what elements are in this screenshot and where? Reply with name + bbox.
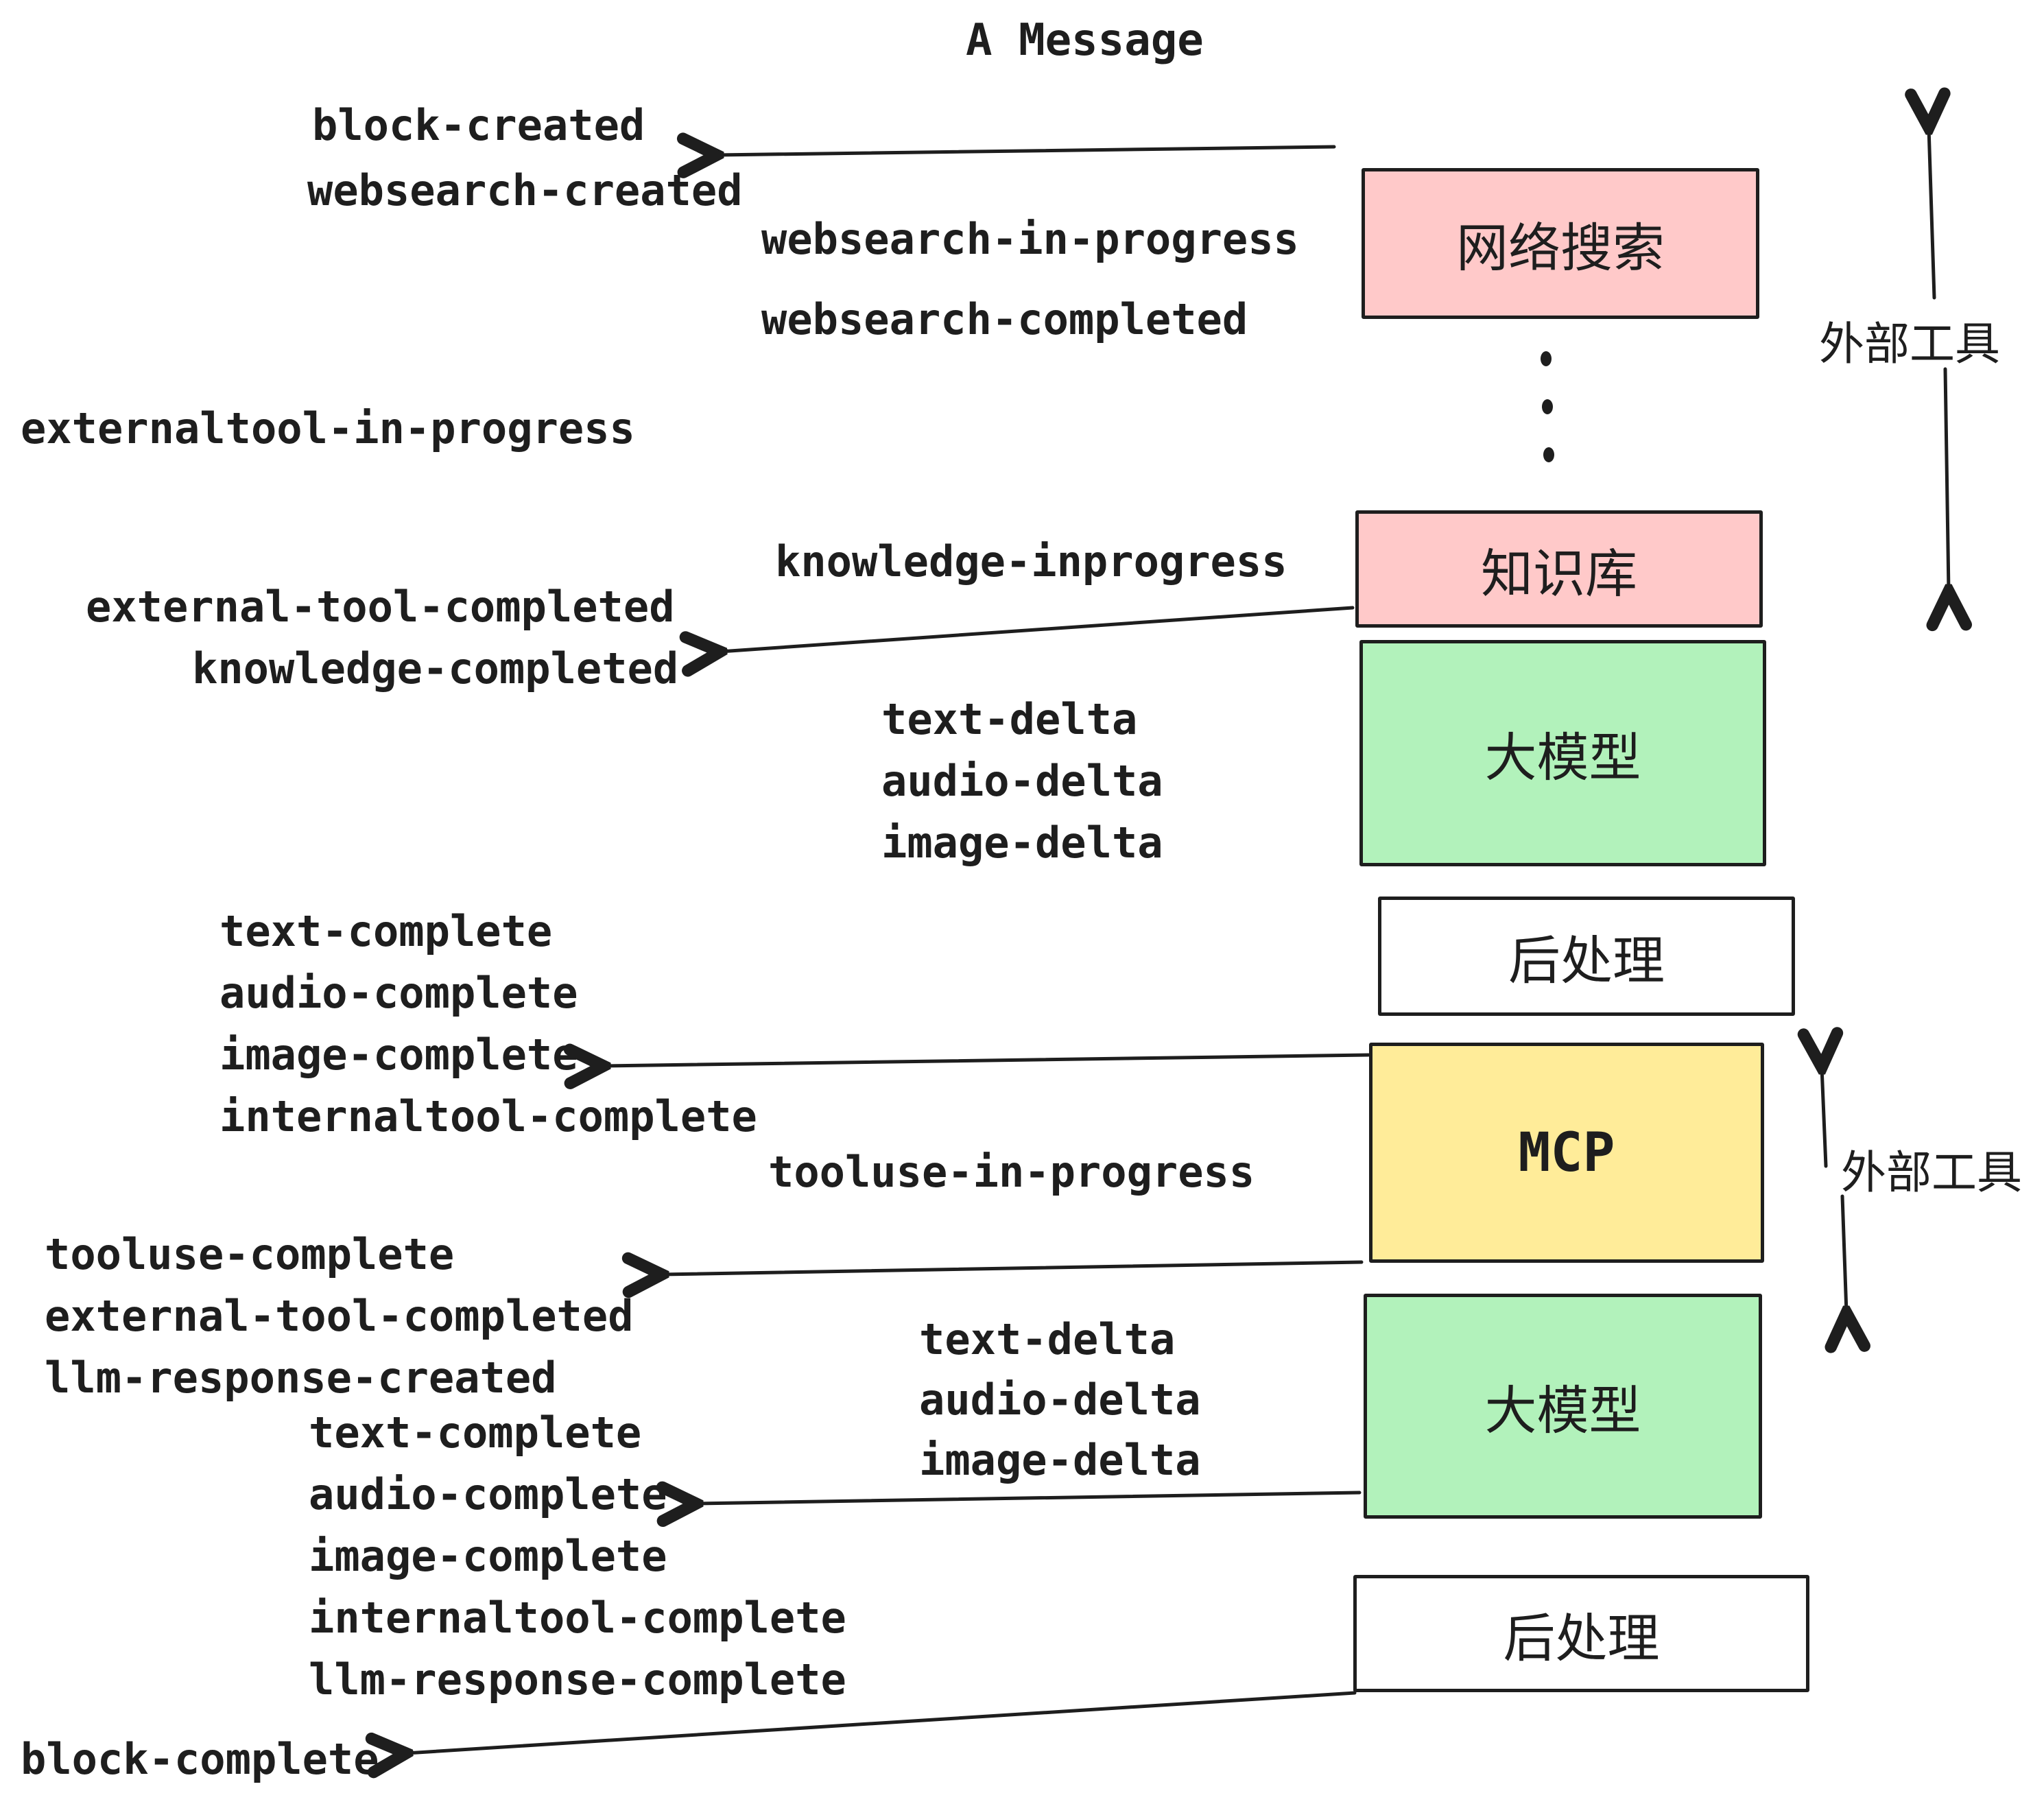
event-image-complete-1: image-complete <box>219 1030 578 1080</box>
event-audio-complete-2: audio-complete <box>309 1469 667 1519</box>
external-tool-down-arrow-1 <box>1945 367 1949 591</box>
event-audio-complete-1: audio-complete <box>219 968 578 1018</box>
event-audio-delta-2: audio-delta <box>919 1375 1201 1425</box>
box-llm-1: 大模型 <box>1359 640 1766 866</box>
external-tool-up-arrow-1 <box>1929 128 1934 300</box>
ellipsis-dot <box>1543 447 1554 462</box>
box-llm-2: 大模型 <box>1364 1294 1762 1519</box>
event-externaltool-in-progress: externaltool-in-progress <box>21 403 635 453</box>
event-knowledge-completed: knowledge-completed <box>192 643 679 693</box>
event-image-complete-2: image-complete <box>309 1531 667 1581</box>
ellipsis-dot <box>1541 351 1552 366</box>
event-tooluse-complete: tooluse-complete <box>45 1229 455 1279</box>
event-external-tool-completed-1: external-tool-completed <box>86 582 675 632</box>
event-websearch-created: websearch-created <box>307 165 743 215</box>
box-postprocess-2: 后处理 <box>1353 1575 1809 1692</box>
box-knowledge: 知识库 <box>1355 510 1763 628</box>
arrow-mcp-to-image-complete <box>604 1055 1370 1066</box>
event-image-delta-1: image-delta <box>881 818 1163 868</box>
external-tool-label-2: 外部工具 <box>1841 1147 2022 1198</box>
event-text-complete-2: text-complete <box>309 1408 642 1458</box>
box-postprocess-1: 后处理 <box>1378 897 1795 1016</box>
event-websearch-completed: websearch-completed <box>761 294 1248 344</box>
event-image-delta-2: image-delta <box>919 1435 1201 1485</box>
external-tool-down-arrow-2 <box>1842 1194 1846 1313</box>
ellipsis-dot <box>1542 399 1553 414</box>
box-websearch: 网络搜索 <box>1362 168 1759 319</box>
event-knowledge-inprogress: knowledge-inprogress <box>775 536 1287 586</box>
external-tool-up-arrow-2 <box>1822 1067 1826 1168</box>
arrow-llm2-to-tooluse-complete <box>662 1262 1364 1274</box>
event-text-delta-2: text-delta <box>919 1314 1176 1364</box>
event-internaltool-complete-2: internaltool-complete <box>309 1593 846 1643</box>
external-tool-label-1: 外部工具 <box>1819 318 2000 369</box>
event-block-created: block-created <box>312 100 645 150</box>
arrow-llm2-to-audio-complete <box>696 1493 1362 1504</box>
box-mcp: MCP <box>1369 1043 1764 1263</box>
event-external-tool-completed-2: external-tool-completed <box>45 1291 634 1341</box>
arrow-post2-to-block-complete <box>406 1691 1357 1753</box>
event-audio-delta-1: audio-delta <box>881 756 1163 806</box>
event-text-delta-1: text-delta <box>881 694 1138 744</box>
event-internaltool-complete-1: internaltool-complete <box>219 1091 757 1141</box>
diagram-title: A Message <box>966 15 1204 66</box>
event-tooluse-in-progress: tooluse-in-progress <box>768 1147 1255 1197</box>
event-llm-response-created: llm-response-created <box>45 1353 557 1403</box>
arrow-websearch-to-block-created <box>717 147 1336 155</box>
event-llm-response-complete: llm-response-complete <box>309 1654 846 1705</box>
event-block-complete: block-complete <box>21 1734 379 1784</box>
event-websearch-in-progress: websearch-in-progress <box>761 214 1299 264</box>
event-text-complete-1: text-complete <box>219 906 553 956</box>
arrow-llm1-to-knowledge-completed <box>720 606 1355 652</box>
